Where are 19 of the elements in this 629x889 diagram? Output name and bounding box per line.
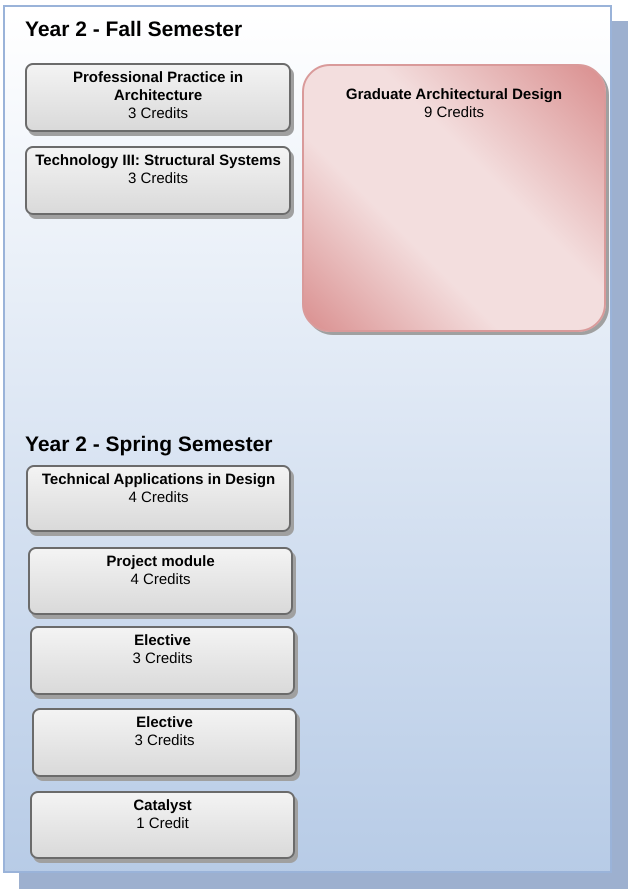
credit-count: 3 Credits bbox=[128, 105, 188, 123]
course-title: Elective bbox=[136, 714, 193, 732]
course-box-highlighted bbox=[302, 64, 606, 332]
credit-count: 9 Credits bbox=[424, 104, 484, 122]
credit-count: 4 Credits bbox=[128, 489, 189, 507]
credit-count: 3 Credits bbox=[128, 170, 188, 188]
semester-heading: Year 2 - Spring Semester bbox=[25, 432, 272, 458]
course-title: Catalyst bbox=[133, 797, 192, 815]
credit-count: 3 Credits bbox=[132, 650, 193, 668]
course-title: Elective bbox=[134, 632, 191, 650]
course-title: Graduate Architectural Design bbox=[346, 86, 562, 104]
credit-count: 3 Credits bbox=[134, 732, 195, 750]
course-title: Technology III: Structural Systems bbox=[35, 152, 281, 170]
course-title: Professional Practice in Architecture bbox=[72, 69, 244, 105]
semester-heading: Year 2 - Fall Semester bbox=[25, 17, 242, 43]
course-title: Project module bbox=[106, 553, 215, 571]
course-title: Technical Applications in Design bbox=[42, 471, 276, 489]
credit-count: 4 Credits bbox=[130, 571, 191, 589]
credit-count: 1 Credit bbox=[136, 815, 189, 833]
